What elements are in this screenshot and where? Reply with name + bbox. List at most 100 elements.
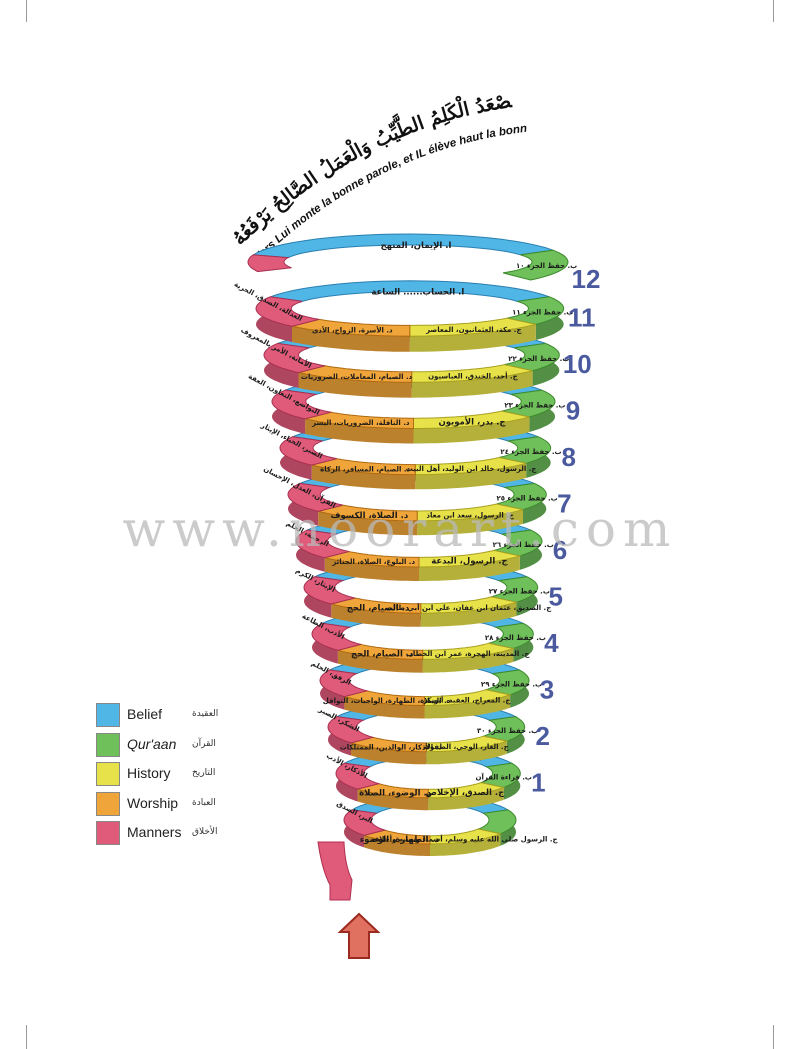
worship-label: د. الأذكار، الوالدين، الممتلكات <box>340 742 442 751</box>
worship-wall <box>292 326 410 352</box>
quraan-label: ب. حفظ الجزء ٢٧ <box>489 587 550 595</box>
worship-wall <box>357 789 429 811</box>
history-wall <box>411 370 533 398</box>
quraan-label: ب. حفظ الجزء ٢٨ <box>485 634 546 642</box>
worship-label: د. النافلة، الضروريات، اليسر <box>311 419 410 427</box>
history-label: ج. الرسول، البدعة <box>431 557 508 567</box>
quraan-label: ب. حفظ الجزء ٢٢ <box>508 355 569 363</box>
belief-label: ا. الحساب...... الساعة <box>371 288 464 298</box>
manners-segment <box>287 482 344 512</box>
level-number: 8 <box>561 442 575 472</box>
belief-label: ا. الإيمان، المنهج <box>381 241 452 251</box>
legend-arabic-label: العبادة <box>192 797 216 808</box>
worship-wall <box>331 604 421 627</box>
worship-label: د. الأسرة، الزواج، الأذى <box>312 326 393 335</box>
manners-segment <box>263 342 326 374</box>
legend-item-manners: Manners الأخلاق <box>96 821 236 851</box>
worship-wall <box>324 557 419 581</box>
level-number: 10 <box>563 349 592 379</box>
level-number: 9 <box>566 396 580 426</box>
legend-arabic-label: التاريخ <box>192 768 216 778</box>
level-number: 11 <box>568 303 596 333</box>
history-wall <box>428 787 504 811</box>
history-label: ج. الرسول صلى الله عليه وسلم، أسماء ونسب… <box>370 835 558 844</box>
manners-segment <box>255 296 320 327</box>
worship-wall <box>305 418 414 444</box>
worship-label: د. الطهارة، الوضوء <box>360 835 440 845</box>
crop-mark-bottom-right <box>773 1025 774 1049</box>
quraan-label: ب. حفظ الجزء ١١ <box>512 309 573 317</box>
worship-label: د. الصيام، الحج <box>347 603 410 613</box>
spiral-level: ا. الحساب...... الساعة ج. مكة، العثمانيون… <box>255 280 596 352</box>
legend-label: Qur'aan <box>127 735 177 752</box>
quraan-label: ب. حفظ الجزء ٢٥ <box>497 495 558 503</box>
legend-swatch <box>96 821 120 845</box>
worship-label: د. الوضوء، الصلاة <box>359 789 432 799</box>
legend-label: Manners <box>127 824 182 840</box>
quraan-label: ب. حفظ الجزء ٢٣ <box>504 402 565 410</box>
history-label: ج. الرسول، سعد ابن معاذ <box>426 511 515 519</box>
history-wall <box>422 648 514 673</box>
worship-label: د. الصلاة، الطهارة، الواجبات، النوافل <box>323 697 451 705</box>
manners-segment <box>319 669 369 698</box>
history-label: ج. المعراج، العقبة، أبوبكر <box>422 696 511 705</box>
spiral-levels: ج. الرسول صلى الله عليه وسلم، أسماء ونسب… <box>233 233 600 856</box>
manners-segment <box>303 576 356 605</box>
crop-mark-top-left <box>26 0 27 22</box>
manners-segment <box>343 809 387 836</box>
quraan-segment <box>502 249 569 281</box>
level-number: 1 <box>531 768 545 798</box>
worship-wall <box>344 696 425 719</box>
level-number: 6 <box>553 535 567 565</box>
history-wall <box>413 417 530 444</box>
history-label: ج. بدر، الأمويون <box>438 417 506 428</box>
history-wall <box>420 602 517 627</box>
legend-item-history: History التاريخ <box>96 762 236 792</box>
legend-swatch <box>96 703 120 727</box>
crop-mark-top-right <box>773 0 774 22</box>
worship-wall <box>318 511 418 536</box>
crop-mark-bottom-left <box>26 1025 27 1049</box>
level-number: 7 <box>557 489 571 519</box>
level-number: 5 <box>548 582 562 612</box>
quraan-label: ب. حفظ الجزء ٢٦ <box>493 541 554 549</box>
history-label: ج. الرسول، خالد ابن الوليد، أهل البيت <box>406 464 538 473</box>
manners-segment <box>311 622 362 651</box>
watermark: www.noorart.com <box>122 500 678 558</box>
legend-label: History <box>127 765 171 781</box>
history-label: ج. أحد، الخندق، العباسيون <box>428 371 519 380</box>
manners-segment <box>271 389 332 420</box>
quraan-label: ب. حفظ الجزء ٣٠ <box>477 727 538 735</box>
level-number: 4 <box>544 628 559 658</box>
manners-segment <box>279 436 338 466</box>
manners-segment <box>335 762 381 790</box>
history-label: ج. الصدق، الإخلاص <box>426 788 506 798</box>
manners-segment <box>327 716 375 744</box>
worship-wall <box>337 650 423 673</box>
worship-label: د. الصيام، المسافر، الزكاة <box>320 466 410 474</box>
arabic-title: إِلَيْهِ يَصْعَدُ الْكَلِمُ الطَّيِّبُ و… <box>0 0 514 250</box>
legend-swatch <box>96 762 120 786</box>
history-label: ج. الغار، الوحي، الطفولة <box>423 743 510 751</box>
worship-label: د. الصلاة، الكسوف <box>331 511 409 521</box>
legend-arabic-label: الأخلاق <box>192 827 218 837</box>
history-label: ج. مكة، العثمانيون، المعاصر <box>425 326 522 334</box>
manners-ribbon-tail <box>317 841 353 901</box>
history-wall <box>417 509 523 536</box>
legend-swatch <box>96 791 120 816</box>
worship-wall <box>351 742 427 765</box>
worship-label: د. الصيام، الحج <box>351 650 414 660</box>
history-wall <box>415 463 527 490</box>
worship-wall <box>298 372 412 398</box>
history-label: ج. المدينة، الهجرة، عمر ابن الخطاب <box>406 650 531 658</box>
quraan-label: ب. حفظ الجزء ٢٩ <box>481 680 542 688</box>
quraan-label: ب. قراءة القرآن <box>475 772 531 781</box>
level-number: 3 <box>540 675 554 705</box>
